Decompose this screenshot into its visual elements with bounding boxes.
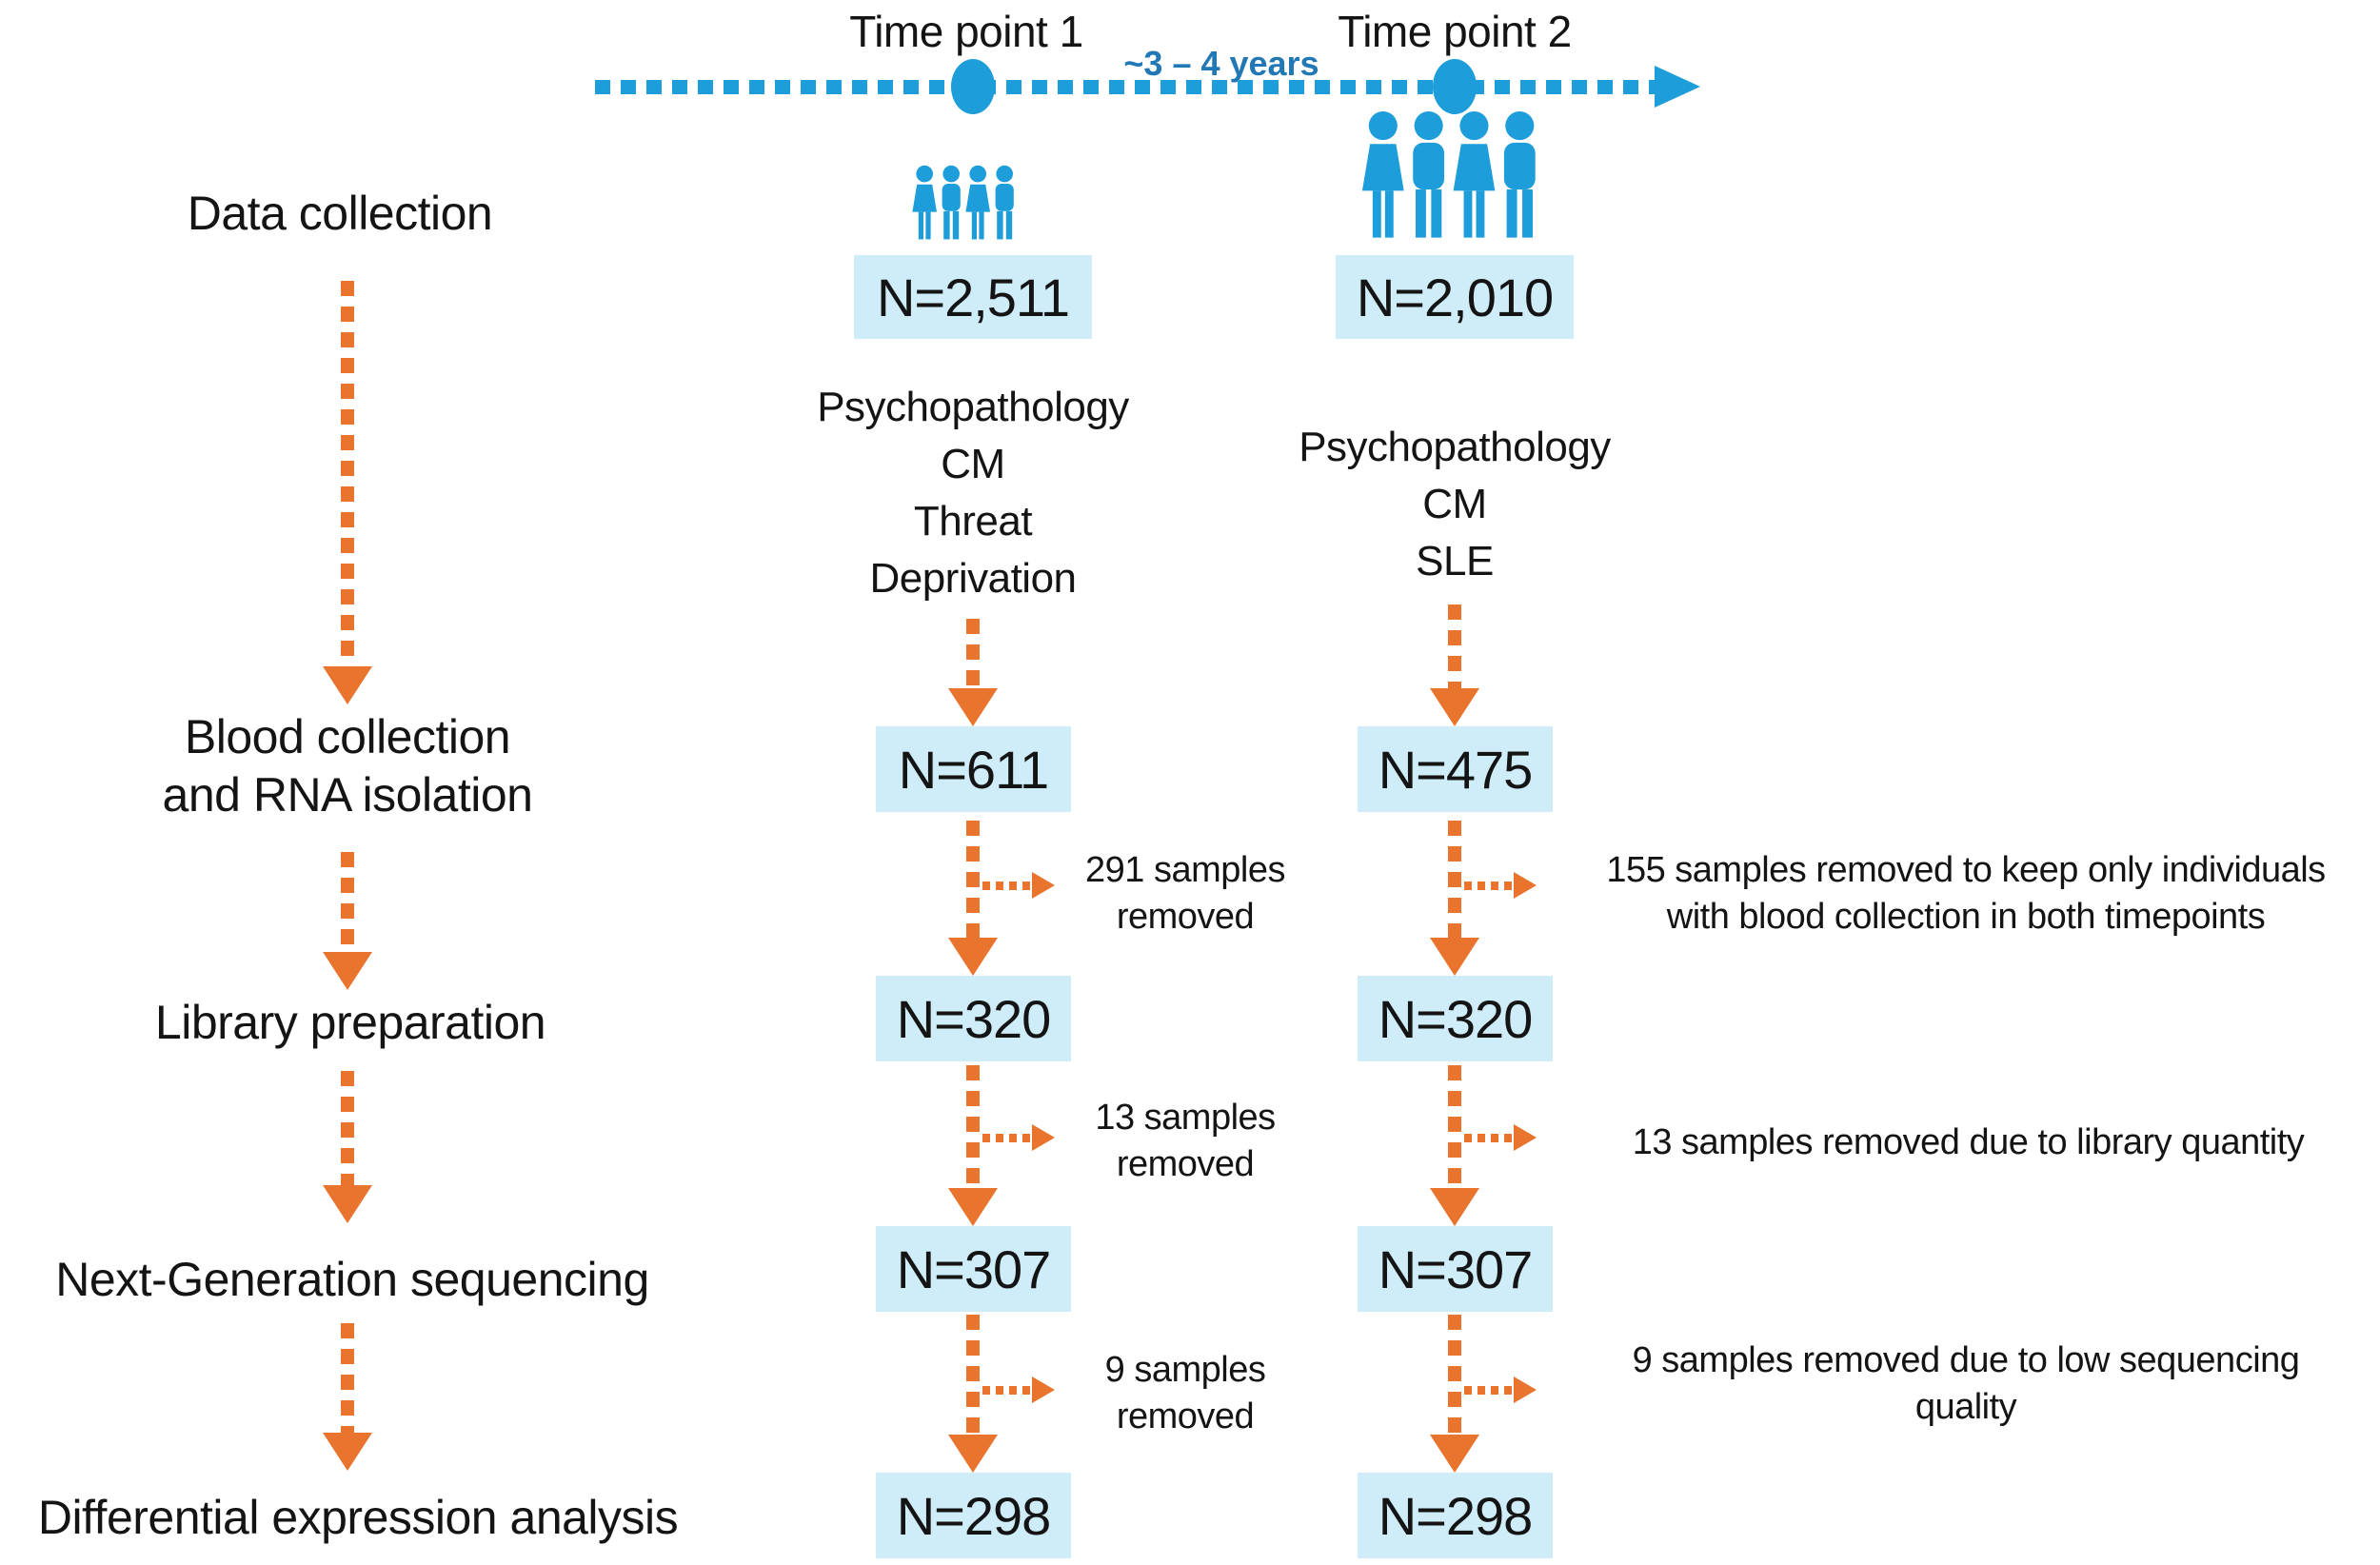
tp1-n-final-box: N=298: [876, 1473, 1071, 1558]
timeline-arrowhead-icon: [1655, 66, 1700, 108]
tp1-flow-arrow-3-head-icon: [948, 1188, 998, 1226]
tp2-flow-arrow-2-shaft: [1448, 821, 1461, 938]
tp1-removal-note-sequencing: 9 samples removed: [1104, 1350, 1266, 1437]
tp2-branch-arrow-3-shaft: [1464, 1386, 1514, 1395]
stage-label-library-preparation: Library preparation: [154, 996, 546, 1049]
tp2-branch-arrow-3-head-icon: [1514, 1377, 1537, 1403]
tp1-flow-arrow-3-shaft: [966, 1065, 980, 1188]
timeline-dot-tp1: [951, 59, 995, 114]
tp1-branch-arrow-1-shaft: [982, 882, 1032, 890]
tp1-flow-arrow-2-head-icon: [948, 938, 998, 976]
tp2-branch-arrow-2-head-icon: [1514, 1124, 1537, 1151]
timepoint-1-label: Time point 1: [849, 7, 1083, 56]
stage-arrow-1-head-icon: [323, 666, 372, 704]
tp2-removal-note-blood: 155 samples removed to keep only individ…: [1606, 850, 2326, 938]
stage-arrow-3-shaft: [341, 1071, 354, 1185]
tp1-measures-text: Psychopathology CM Threat Deprivation: [817, 384, 1129, 602]
tp1-n-blood-box: N=611: [876, 726, 1071, 812]
tp2-flow-arrow-1-head-icon: [1430, 688, 1479, 726]
people-group-small-icon: [912, 165, 1014, 240]
tp2-flow-arrow-4-shaft: [1448, 1315, 1461, 1435]
stage-arrow-3-head-icon: [323, 1185, 372, 1223]
tp1-branch-arrow-1-head-icon: [1032, 872, 1055, 899]
tp1-flow-arrow-4-head-icon: [948, 1435, 998, 1473]
tp2-flow-arrow-3-shaft: [1448, 1065, 1461, 1188]
timeline-dot-tp2: [1433, 59, 1477, 114]
tp2-n-blood-box: N=475: [1358, 726, 1553, 812]
tp2-branch-arrow-1-head-icon: [1514, 872, 1537, 899]
tp2-flow-arrow-2-head-icon: [1430, 938, 1479, 976]
tp2-removal-note-library: 13 samples removed due to library quanti…: [1632, 1122, 2305, 1162]
tp2-flow-arrow-3-head-icon: [1430, 1188, 1479, 1226]
tp2-n-final-box: N=298: [1358, 1473, 1553, 1558]
tp2-removal-note-sequencing: 9 samples removed due to low sequencing …: [1632, 1340, 2300, 1428]
tp1-branch-arrow-2-head-icon: [1032, 1124, 1055, 1151]
tp2-flow-arrow-1-shaft: [1448, 604, 1461, 688]
tp1-n-library-box: N=320: [876, 976, 1071, 1061]
tp1-flow-arrow-1-shaft: [966, 619, 980, 688]
tp1-branch-arrow-2-shaft: [982, 1134, 1032, 1142]
tp2-n-sequencing-box: N=307: [1358, 1226, 1553, 1312]
timeline-line: [595, 80, 1655, 94]
stage-label-differential-expression: Differential expression analysis: [37, 1491, 679, 1544]
stage-arrow-1-shaft: [341, 281, 354, 666]
timepoint-2-label: Time point 2: [1338, 7, 1572, 56]
tp2-n-library-box: N=320: [1358, 976, 1553, 1061]
tp1-branch-arrow-3-shaft: [982, 1386, 1032, 1395]
people-group-large-icon: [1361, 111, 1536, 238]
tp2-branch-arrow-1-shaft: [1464, 882, 1514, 890]
tp1-removal-note-blood: 291 samples removed: [1085, 850, 1285, 938]
stage-arrow-2-head-icon: [323, 952, 372, 990]
tp2-flow-arrow-4-head-icon: [1430, 1435, 1479, 1473]
tp1-flow-arrow-2-shaft: [966, 821, 980, 938]
stage-arrow-4-shaft: [341, 1323, 354, 1433]
stage-label-sequencing: Next-Generation sequencing: [55, 1253, 649, 1306]
tp1-removal-note-library: 13 samples removed: [1095, 1098, 1276, 1185]
stage-arrow-4-head-icon: [323, 1433, 372, 1471]
tp1-n-initial-box: N=2,511: [854, 255, 1092, 339]
stage-label-blood-collection: Blood collection and RNA isolation: [162, 710, 533, 822]
tp1-flow-arrow-1-head-icon: [948, 688, 998, 726]
stage-label-data-collection: Data collection: [187, 187, 493, 240]
tp2-n-initial-box: N=2,010: [1336, 255, 1574, 339]
tp2-branch-arrow-2-shaft: [1464, 1134, 1514, 1142]
timeline-interval-label: ~3 – 4 years: [1123, 44, 1319, 83]
stage-arrow-2-shaft: [341, 852, 354, 952]
tp1-flow-arrow-4-shaft: [966, 1315, 980, 1435]
tp2-measures-text: Psychopathology CM SLE: [1299, 424, 1611, 584]
tp1-n-sequencing-box: N=307: [876, 1226, 1071, 1312]
tp1-branch-arrow-3-head-icon: [1032, 1377, 1055, 1403]
